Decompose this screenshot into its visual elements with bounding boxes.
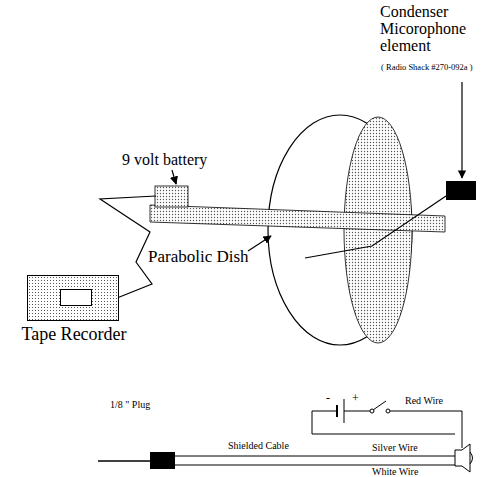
- plug-tip: [98, 460, 150, 462]
- plug-body: [150, 452, 175, 469]
- part-name: Parabolic Dish: [148, 248, 249, 266]
- cable-name: Shielded Cable: [228, 441, 289, 452]
- battery-wire: [344, 411, 370, 412]
- boom-handle: [150, 205, 445, 232]
- polarity-mark: -: [326, 392, 330, 405]
- battery: [155, 186, 188, 207]
- battery-loop-wire: [312, 411, 455, 434]
- switch-symbol: [386, 409, 390, 413]
- part-name: 9 volt battery: [122, 152, 207, 169]
- silver-wire: [175, 456, 455, 457]
- leader-arrow: [172, 170, 176, 184]
- part-name: Condenser Micorophone element: [380, 4, 480, 54]
- leader-arrow: [248, 236, 271, 251]
- node-heading: Tape Recorder: [21, 325, 126, 345]
- wire-name: White Wire: [372, 467, 418, 477]
- polarity-mark: +: [352, 392, 359, 405]
- switch-symbol: [373, 401, 386, 410]
- leader-arrow: [461, 82, 462, 178]
- recorder-box: Tape Recorder: [27, 275, 119, 321]
- wire-name: Red Wire: [405, 396, 443, 407]
- recorder-window: [60, 289, 92, 306]
- white-wire: [175, 465, 455, 466]
- microphone-element: [446, 181, 476, 200]
- battery-symbol: [336, 405, 338, 417]
- microphone-symbol: [470, 452, 473, 464]
- wire-name: Silver Wire: [372, 443, 418, 454]
- connector-name: 1/8 " Plug: [110, 400, 150, 411]
- mic-wire: [305, 196, 446, 258]
- microphone-symbol: [455, 444, 470, 472]
- part-number: ( Radio Shack #270-092a ): [381, 63, 473, 72]
